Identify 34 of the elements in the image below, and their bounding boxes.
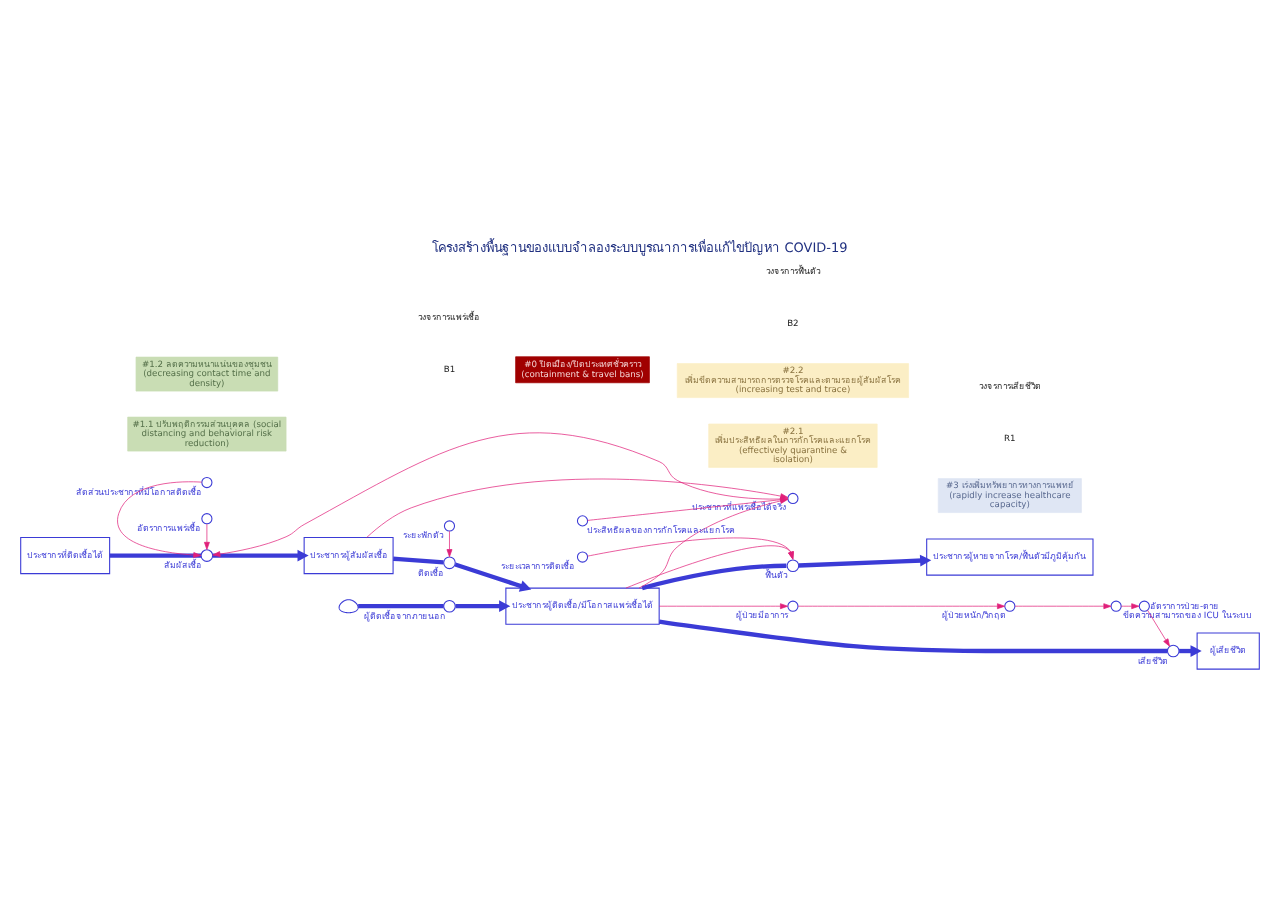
arrow [798,553,932,567]
arrow [1014,602,1112,609]
node-circle [787,491,799,504]
arrow [1147,609,1170,646]
node-circle [443,519,456,531]
connector [358,603,444,608]
arrow [625,544,794,588]
arrow [454,561,532,591]
node-circle [200,548,214,561]
node-circle [201,512,213,524]
arrow [587,536,794,559]
node-circle [1110,599,1122,611]
arrow [797,602,1005,609]
arrow [212,548,309,561]
connector [393,555,444,564]
node-circle [443,598,456,612]
arrow [1120,602,1140,609]
node-circle [1004,599,1016,611]
node-circle [1138,599,1150,611]
node-circle [443,555,456,569]
arrow [446,529,453,557]
arrow [455,599,511,612]
connector [658,618,1168,653]
connector [641,562,787,590]
connector [109,552,201,557]
arrow [204,522,210,549]
node-circle [576,514,589,526]
node-cloud [338,598,359,613]
node-circle [576,550,589,562]
arrow [658,602,788,609]
node-circle [201,475,213,488]
node-circle [1166,643,1180,657]
node-circle [787,599,799,611]
node-circle [786,558,800,572]
